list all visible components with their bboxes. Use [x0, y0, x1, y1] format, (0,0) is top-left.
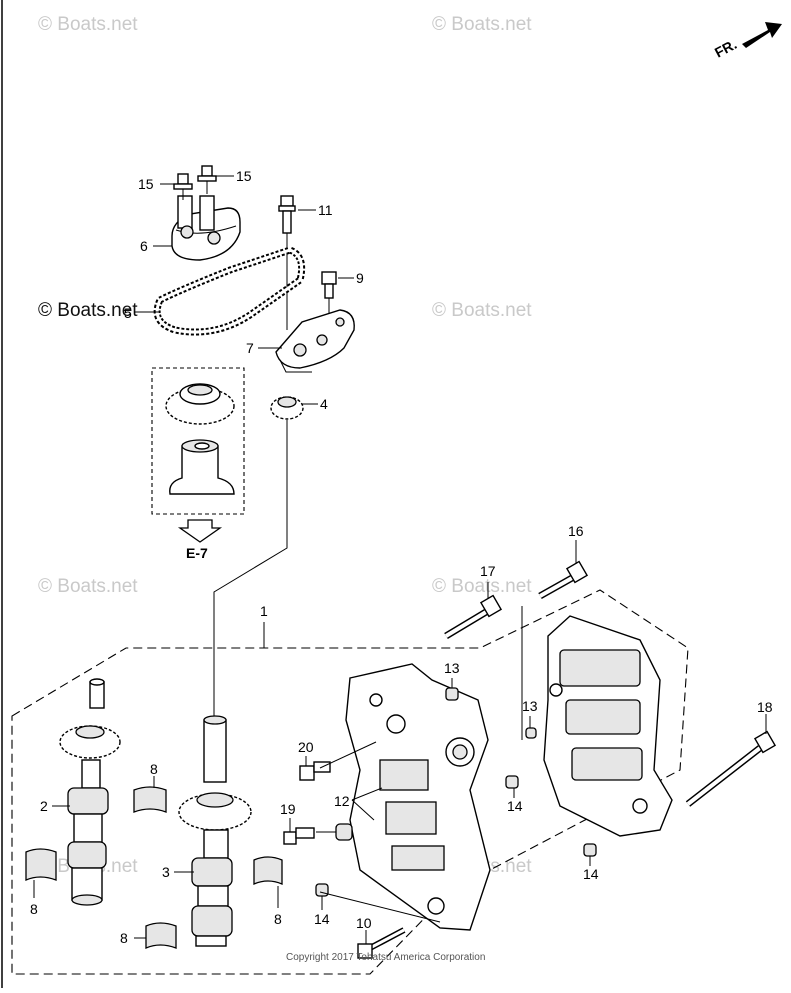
- reference-box: [151, 367, 245, 515]
- chain-tensioner-part-7: [275, 309, 355, 373]
- watermark-top-left: © Boats.net: [38, 14, 138, 35]
- dowel-part-14c: [315, 883, 329, 897]
- copyright-notice: Copyright 2017 Tohatsu America Corporati…: [286, 952, 485, 963]
- front-direction-indicator: FR.: [712, 22, 782, 61]
- callout-17: 17: [480, 563, 496, 579]
- leader-lines: [33, 175, 767, 944]
- watermark-top-right: © Boats.net: [432, 14, 532, 35]
- watermark-mid-right: © Boats.net: [432, 300, 532, 321]
- callout-13-right: 13: [522, 698, 538, 714]
- callout-5: 5: [124, 305, 132, 321]
- callout-12: 12: [334, 793, 350, 809]
- watermark-mid-left: © Boats.net: [38, 300, 138, 321]
- reference-label: E-7: [186, 545, 208, 561]
- reference-shaft: [169, 439, 235, 495]
- callout-4: 4: [320, 396, 328, 412]
- callout-14-left: 14: [314, 911, 330, 927]
- watermark-lower-left: © Boats.net: [38, 576, 138, 597]
- bolt-part-16: [538, 560, 589, 600]
- callout-14-right: 14: [583, 866, 599, 882]
- reference-gear: [165, 383, 235, 425]
- callout-11: 11: [318, 202, 333, 218]
- front-label: FR.: [712, 36, 739, 61]
- callout-19: 19: [280, 801, 296, 817]
- leader-sprocket-to-shaft: [213, 540, 288, 720]
- bolt-part-15a: [173, 173, 193, 200]
- callout-18: 18: [757, 699, 773, 715]
- callout-2: 2: [40, 798, 48, 814]
- dowel-part-13b: [525, 727, 537, 739]
- cylinder-head-part-1: [543, 615, 673, 837]
- callout-6: 6: [140, 238, 148, 254]
- callout-8-left: 8: [30, 901, 38, 917]
- callout-14-mid: 14: [507, 798, 523, 814]
- front-arrow-icon: [742, 22, 782, 48]
- bearing-part-8d: [145, 922, 177, 949]
- bolt-part-19: [283, 827, 315, 845]
- cam-holder-part-12: [345, 663, 491, 931]
- callout-3: 3: [162, 864, 170, 880]
- bolt-part-15b: [197, 165, 217, 194]
- bolt-part-20: [299, 761, 331, 781]
- callout-8-right: 8: [274, 911, 282, 927]
- assembly-outline: [11, 589, 689, 975]
- watermark-lower-right: © Boats.net: [432, 576, 532, 597]
- camshaft-part-2: [59, 678, 121, 906]
- callout-16: 16: [568, 523, 584, 539]
- bearing-part-8a: [133, 786, 167, 813]
- sprocket-part-4: [270, 396, 304, 540]
- callout-1: 1: [260, 603, 268, 619]
- bolt-part-17: [444, 594, 503, 640]
- callout-20: 20: [298, 739, 314, 755]
- dowel-part-13a: [445, 687, 459, 701]
- bearing-part-8c: [253, 856, 283, 885]
- camshaft-part-3: [178, 715, 252, 947]
- bolt-part-10: [357, 927, 406, 959]
- callout-10: 10: [356, 915, 372, 931]
- dowel-part-14b: [583, 843, 597, 857]
- callout-7: 7: [246, 340, 254, 356]
- callout-8-bottom: 8: [120, 930, 128, 946]
- seal-part-12: [335, 823, 353, 841]
- dowel-part-14a: [505, 775, 519, 789]
- callout-8-center: 8: [150, 761, 158, 777]
- reference-arrow-icon: [177, 519, 223, 543]
- callout-13-top: 13: [444, 660, 460, 676]
- bearing-part-8b: [25, 848, 57, 881]
- bolt-part-11: [278, 195, 296, 330]
- timing-chain-part-5: [153, 246, 306, 336]
- callout-15-left: 15: [138, 176, 154, 192]
- chain-guide-part-6: [171, 195, 241, 261]
- bolt-part-18: [685, 730, 777, 807]
- callout-15-right: 15: [236, 168, 252, 184]
- callout-9: 9: [356, 270, 364, 286]
